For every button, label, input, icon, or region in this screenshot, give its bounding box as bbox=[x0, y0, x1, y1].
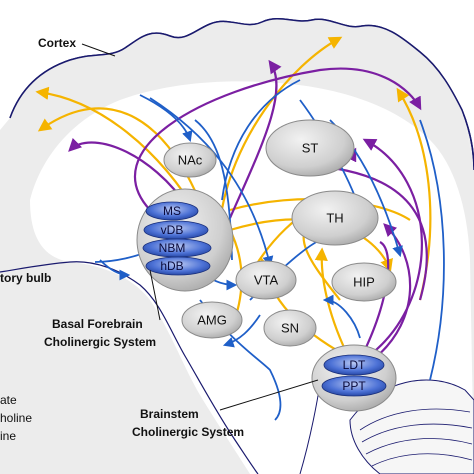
nucleus-hdb bbox=[145, 256, 211, 276]
node-th-label: TH bbox=[326, 211, 343, 226]
node-st-label: ST bbox=[302, 141, 319, 156]
nucleus-ppt bbox=[321, 375, 387, 397]
node-amg-label: AMG bbox=[197, 313, 227, 328]
nucleus-vdb-label: vDB bbox=[161, 223, 184, 237]
nucleus-ms-label: MS bbox=[163, 204, 181, 218]
nucleus-ldt-label: LDT bbox=[343, 358, 366, 372]
olfactory-bulb-label: tory bulb bbox=[0, 271, 51, 285]
basal-forebrain-complex[interactable]: MS vDB NBM hDB bbox=[136, 188, 234, 292]
brainstem-complex[interactable]: LDT PPT bbox=[311, 344, 397, 412]
nucleus-hdb-label: hDB bbox=[160, 259, 183, 273]
node-vta-label: VTA bbox=[254, 273, 279, 288]
brain-outline-edge bbox=[9, 18, 474, 171]
nucleus-ldt bbox=[323, 354, 385, 376]
cortex-pointer bbox=[81, 43, 116, 57]
nucleus-ppt-label: PPT bbox=[342, 379, 366, 393]
nucleus-ms bbox=[145, 201, 199, 221]
basal-forebrain-label-2: Cholinergic System bbox=[44, 335, 156, 349]
lower-boundary bbox=[0, 261, 259, 474]
node-th[interactable]: TH bbox=[291, 190, 379, 246]
legend-fragment-1: ate bbox=[0, 393, 17, 407]
node-hip[interactable]: HIP bbox=[331, 262, 397, 302]
node-nac[interactable]: NAc bbox=[163, 142, 217, 178]
node-sn-label: SN bbox=[281, 321, 299, 336]
nucleus-nbm-label: NBM bbox=[159, 241, 186, 255]
brainstem-pointer bbox=[219, 379, 319, 411]
node-hip-label: HIP bbox=[353, 275, 375, 290]
node-sn[interactable]: SN bbox=[263, 309, 317, 347]
cortex-label: Cortex bbox=[38, 36, 76, 50]
basal-forebrain-pointer bbox=[149, 269, 161, 321]
basal-forebrain-label-1: Basal Forebrain bbox=[52, 317, 143, 331]
brainstem-label-1: Brainstem bbox=[140, 407, 199, 421]
node-vta[interactable]: VTA bbox=[235, 260, 297, 300]
node-amg[interactable]: AMG bbox=[181, 301, 243, 339]
legend-fragment-3: ine bbox=[0, 429, 16, 443]
cerebellum-folds bbox=[359, 408, 473, 467]
node-nac-label: NAc bbox=[178, 153, 203, 168]
node-st[interactable]: ST bbox=[265, 119, 355, 177]
brainstem-label-2: Cholinergic System bbox=[132, 425, 244, 439]
purple-pathways bbox=[68, 59, 428, 361]
legend-fragment-2: holine bbox=[0, 411, 32, 425]
